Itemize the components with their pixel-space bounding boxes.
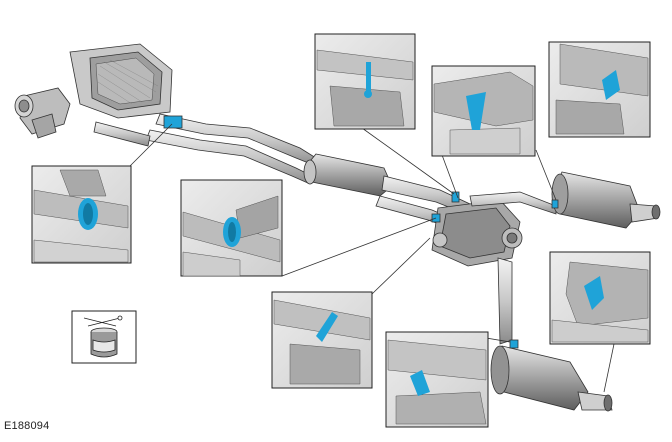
inset-front-clamp — [31, 165, 132, 264]
inset-hanger-right-muffler — [549, 251, 651, 345]
tool-inset — [71, 310, 137, 364]
sealant-pot-icon — [83, 315, 123, 358]
catalytic-converter — [14, 43, 173, 139]
front-clamp-marker — [163, 115, 183, 129]
exhaust-assembly — [14, 43, 661, 412]
hanger-icon — [410, 370, 430, 396]
hanger-icon — [602, 70, 620, 100]
figure-id-label: E188094 — [4, 420, 50, 432]
hanger-lower-marker — [509, 339, 519, 349]
inset-hanger-right-tip — [548, 41, 651, 138]
hanger-icon — [584, 276, 604, 310]
centre-resonator — [303, 153, 393, 197]
hanger-right-marker — [551, 199, 559, 209]
inset-mid-clamp — [180, 179, 283, 277]
rear-muffler-left — [490, 345, 613, 412]
inset-hanger-lower — [271, 291, 373, 389]
inset-hanger-left-muffler — [431, 65, 536, 157]
inset-hanger-left-tip — [385, 331, 489, 428]
hanger-icon — [466, 92, 486, 130]
hanger-icon — [366, 62, 371, 92]
rear-muffler-right — [551, 171, 661, 229]
hanger-icon — [316, 312, 338, 342]
rear-valve-assembly — [431, 199, 523, 267]
inset-hanger-top — [314, 33, 416, 130]
